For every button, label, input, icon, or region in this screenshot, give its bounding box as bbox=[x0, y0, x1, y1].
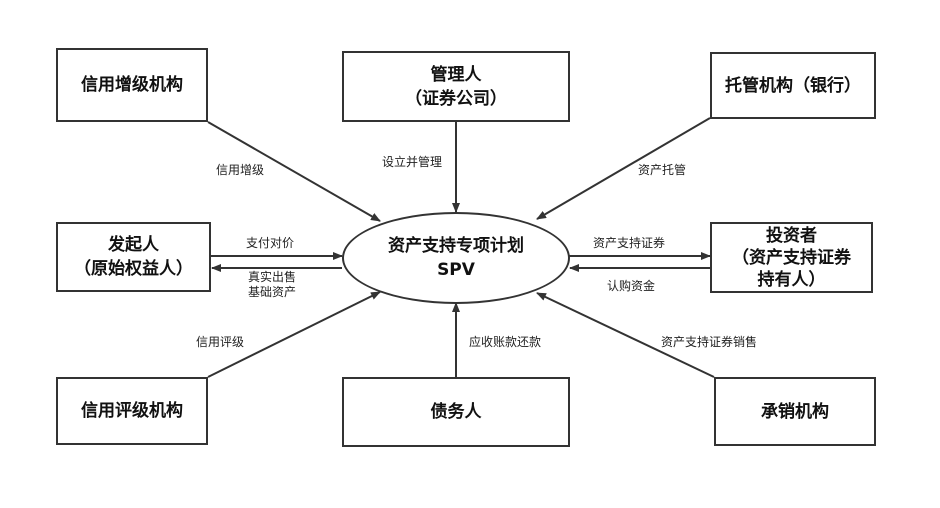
manager-subtitle: （证券公司） bbox=[405, 88, 507, 109]
underwriter-box: 承销机构 bbox=[714, 377, 876, 446]
label-true-sale: 真实出售 基础资产 bbox=[248, 270, 296, 300]
arrow-underwriter bbox=[536, 292, 715, 378]
debtor-box: 债务人 bbox=[342, 377, 570, 447]
investor-subtitle-1: （资产支持证券 bbox=[732, 247, 851, 268]
rating-box: 信用评级机构 bbox=[56, 377, 208, 445]
credit-enhancement-title: 信用增级机构 bbox=[81, 75, 183, 95]
spv-title: 资产支持专项计划 bbox=[388, 236, 524, 256]
label-abs-to-investor: 资产支持证券 bbox=[593, 236, 666, 250]
credit-enhancement-box: 信用增级机构 bbox=[56, 48, 208, 122]
arrow-rating bbox=[207, 291, 381, 378]
label-credit-rating: 信用评级 bbox=[196, 335, 245, 349]
investor-subtitle-2: 持有人） bbox=[757, 269, 826, 290]
debtor-title: 债务人 bbox=[430, 402, 482, 422]
rating-title: 信用评级机构 bbox=[81, 401, 183, 421]
investor-box: 投资者 （资产支持证券 持有人） bbox=[710, 222, 873, 293]
label-asset-custody: 资产托管 bbox=[638, 163, 687, 177]
label-true-sale-line2: 基础资产 bbox=[248, 285, 297, 299]
spv-subtitle: SPV bbox=[437, 260, 475, 280]
spv-ellipse: 资产支持专项计划 SPV bbox=[342, 212, 570, 304]
label-abs-sales: 资产支持证券销售 bbox=[661, 335, 758, 349]
manager-box: 管理人 （证券公司） bbox=[342, 51, 570, 122]
investor-title: 投资者 bbox=[766, 225, 817, 246]
manager-title: 管理人 bbox=[430, 64, 482, 85]
arrow-custodian bbox=[536, 117, 711, 220]
originator-subtitle: （原始权益人） bbox=[74, 259, 193, 279]
underwriter-title: 承销机构 bbox=[761, 401, 829, 422]
arrow-credit-enhancement bbox=[207, 121, 381, 222]
originator-box: 发起人 （原始权益人） bbox=[56, 222, 211, 292]
custodian-title: 托管机构（银行） bbox=[725, 75, 861, 96]
label-true-sale-line1: 真实出售 bbox=[248, 270, 297, 284]
custodian-box: 托管机构（银行） bbox=[710, 52, 876, 119]
originator-title: 发起人 bbox=[108, 235, 159, 255]
label-credit-enhancement: 信用增级 bbox=[216, 163, 265, 177]
label-receivables: 应收账款还款 bbox=[469, 335, 542, 349]
label-subscription: 认购资金 bbox=[607, 279, 656, 293]
label-payment: 支付对价 bbox=[246, 236, 295, 250]
label-setup-manage: 设立并管理 bbox=[382, 155, 443, 169]
